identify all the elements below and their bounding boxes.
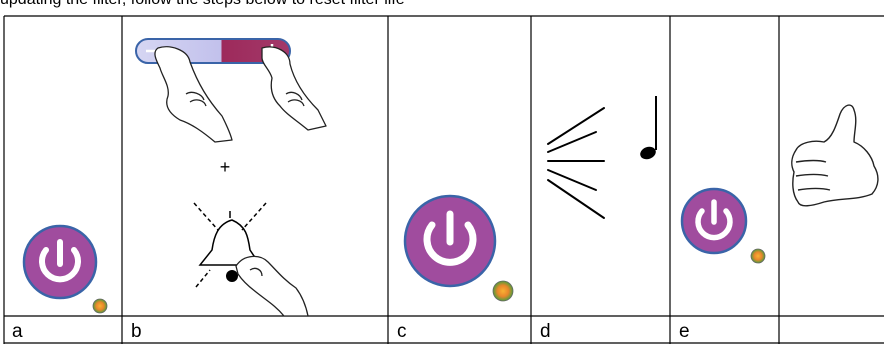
page-heading-cut-off: updating the filter, follow the steps be… [0,0,405,9]
thumbs-up-icon [791,104,879,207]
power-button-icon [680,187,748,255]
step-label-d: d [540,321,551,342]
step-label-c: c [397,321,407,342]
power-button-icon [22,224,98,300]
step-label-a: a [12,321,23,342]
two-fingers-icon [154,46,327,143]
sound-waves-icon [547,107,605,219]
table-grid-lines [3,15,884,344]
status-light-icon [92,298,108,314]
pressing-finger-icon [235,255,309,317]
status-light-icon [750,248,766,264]
bell-icon [193,202,267,288]
step-label-b: b [131,321,142,342]
plus-sign: + [220,157,231,177]
status-light-icon [492,280,514,302]
music-note-icon [640,96,657,160]
step-label-e: e [679,321,690,342]
large-power-button-icon [403,194,497,288]
